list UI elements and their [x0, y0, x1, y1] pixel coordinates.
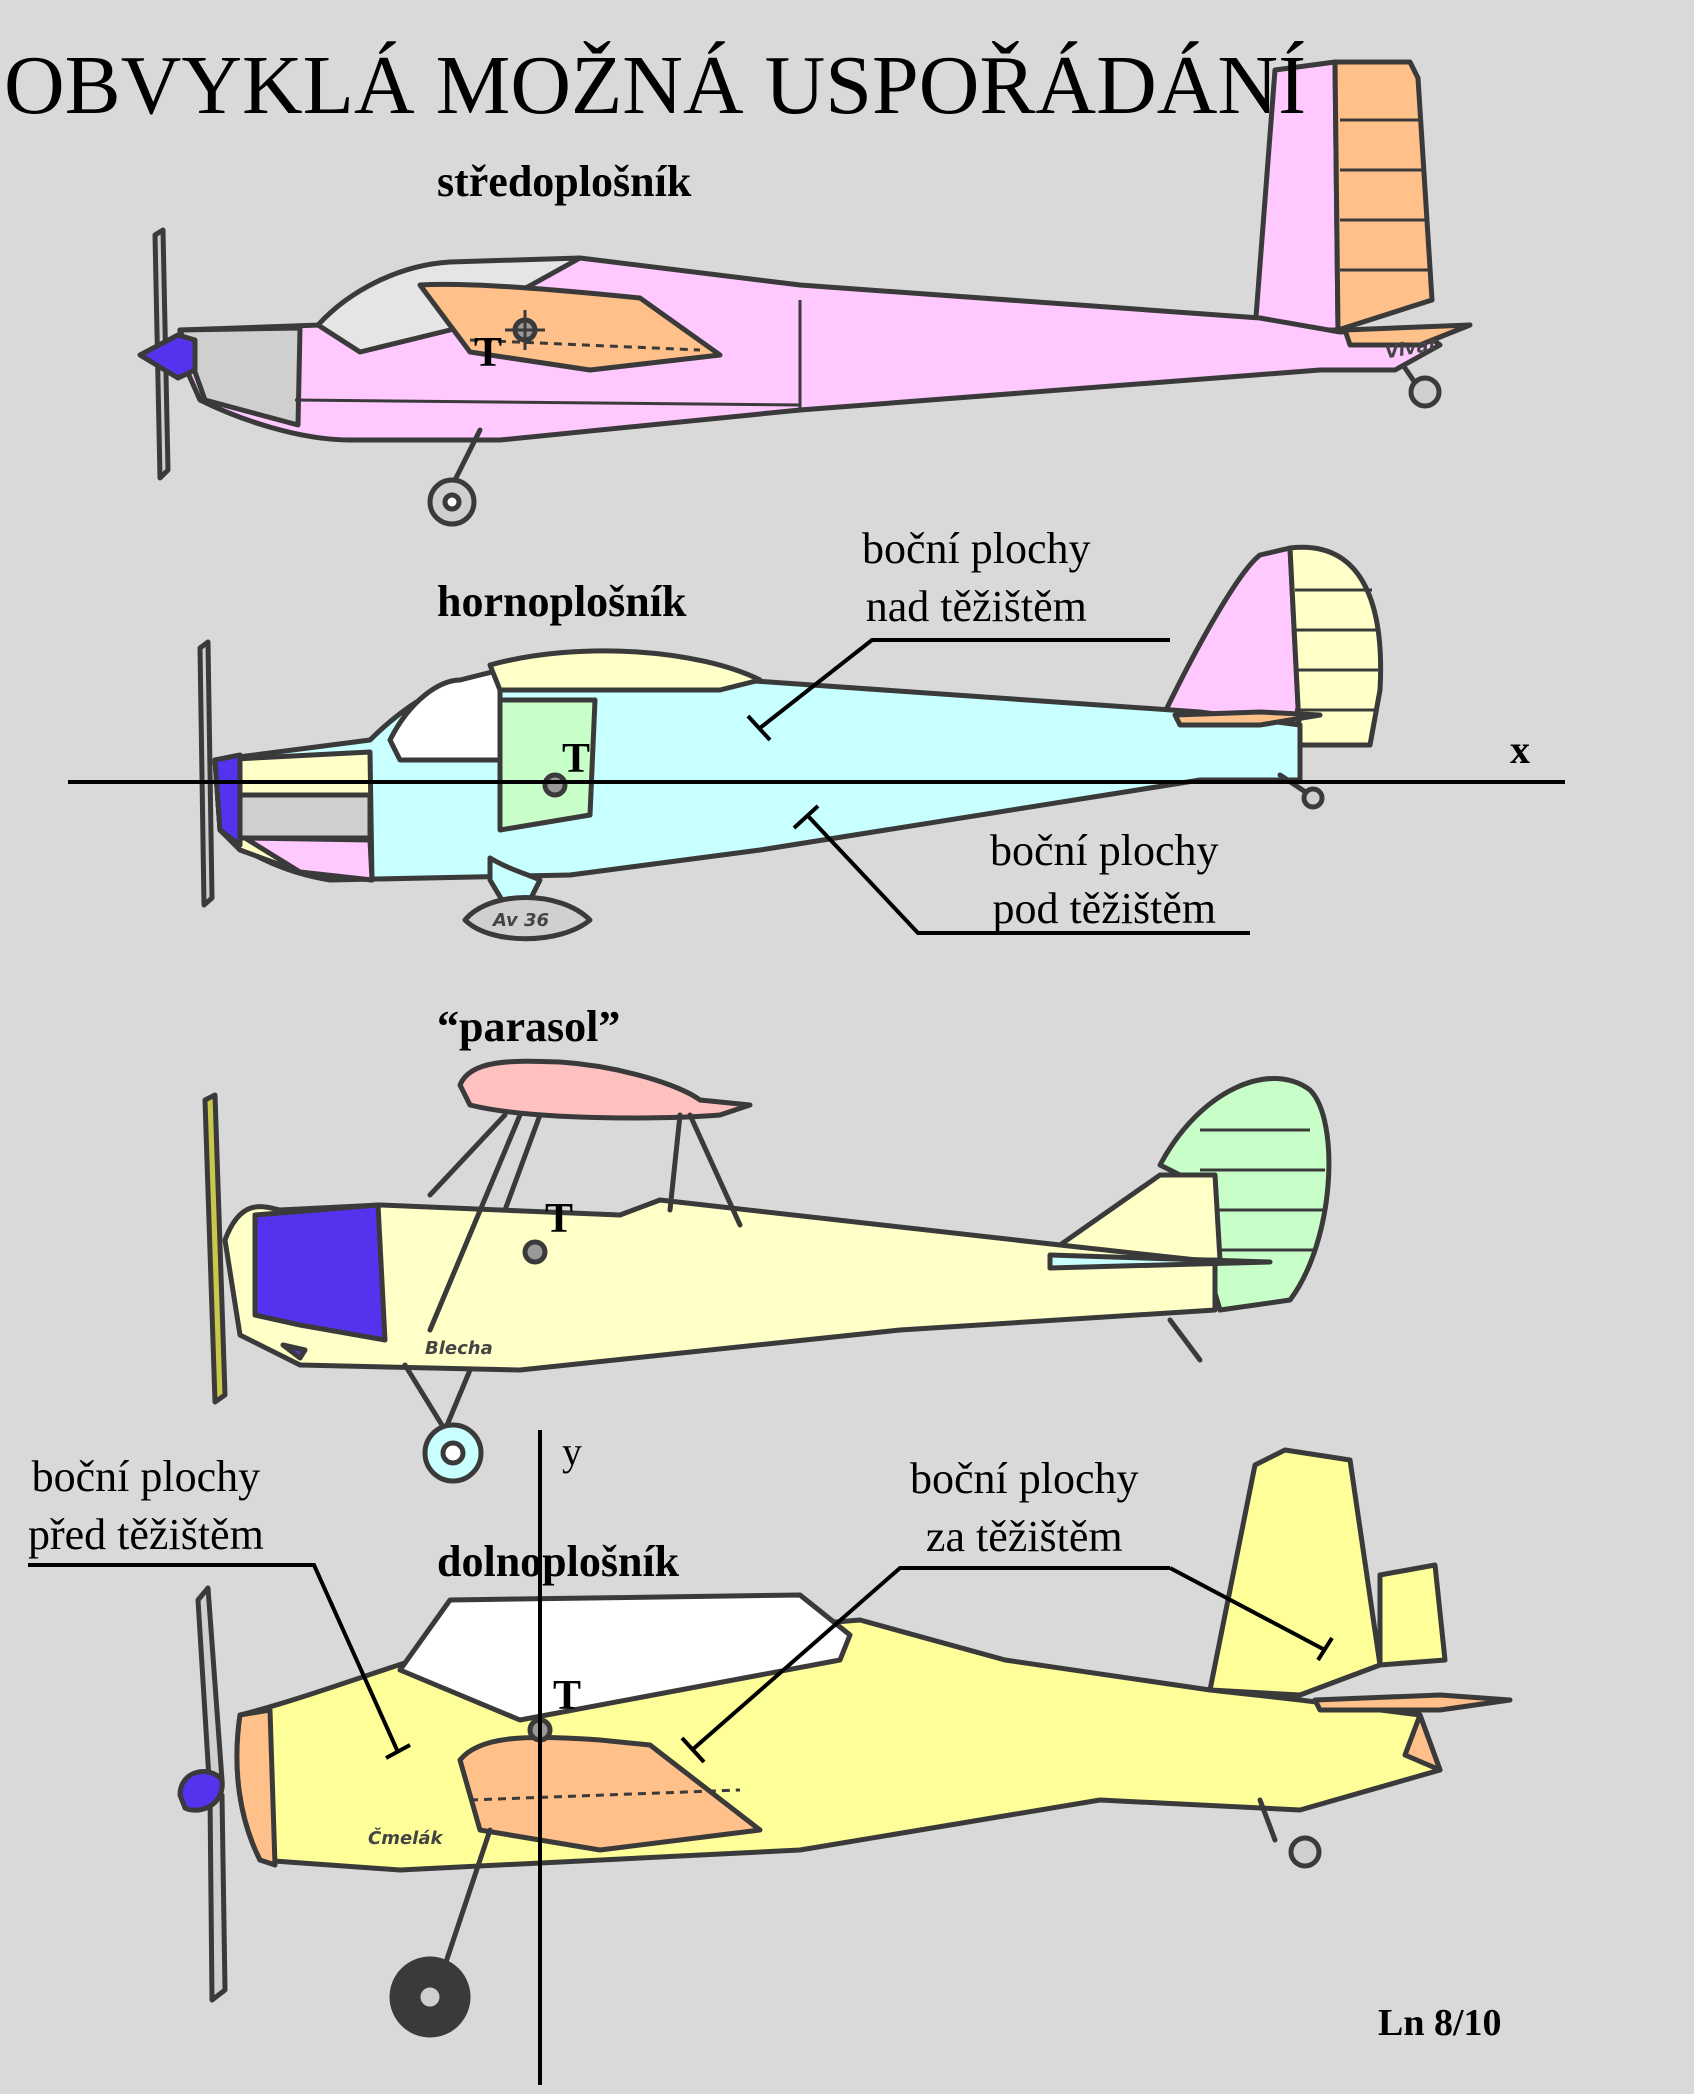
- high-wing-label: hornoplošník: [437, 577, 687, 626]
- fin: [1162, 545, 1303, 748]
- propeller: [202, 1092, 228, 1405]
- wheel-fairing: [462, 895, 593, 942]
- leader-front-cg: [28, 1563, 411, 1760]
- registration-parasol: Blecha: [425, 1338, 493, 1359]
- note-below-cg-line1: boční plochy: [990, 826, 1219, 875]
- registration-high-wing: Av 36: [493, 910, 549, 931]
- side-window: [497, 697, 598, 833]
- low-wing-label: dolnoplošník: [437, 1537, 680, 1586]
- rudder: [1377, 1562, 1448, 1668]
- windshield: [387, 667, 503, 763]
- note-behind-cg-line1: boční plochy: [910, 1454, 1139, 1503]
- parasol-plane: [202, 1058, 1332, 1484]
- spinner: [177, 1769, 225, 1813]
- rudder: [1157, 1076, 1332, 1313]
- fin: [1207, 1447, 1383, 1698]
- rudder: [1287, 544, 1384, 748]
- wing: [457, 1058, 753, 1121]
- fuselage: [222, 1197, 1218, 1373]
- stabilizer: [1172, 709, 1323, 728]
- note-front-cg-line2: před těžištěm: [28, 1510, 264, 1559]
- note-behind-cg-line2: za těžištěm: [925, 1512, 1123, 1561]
- page-title: OBVYKLÁ MOŽNÁ USPOŘÁDÁNÍ: [4, 39, 1307, 132]
- leader-below-cg: [792, 804, 1250, 935]
- x-axis-label: x: [1510, 727, 1530, 772]
- note-above-cg-line1: boční plochy: [862, 524, 1091, 573]
- rudder: [1332, 59, 1435, 333]
- propeller: [195, 1585, 225, 1798]
- spinner: [137, 332, 198, 381]
- rudder-ribs: [1295, 588, 1378, 712]
- cowling: [177, 325, 303, 428]
- leader-above-cg: [746, 638, 1170, 742]
- tail-wheel: [1301, 786, 1325, 810]
- cowling-window: [252, 1202, 388, 1343]
- note-front-cg: boční plochy před těžištěm: [28, 1448, 264, 1564]
- note-front-cg-line1: boční plochy: [31, 1452, 261, 1501]
- wing: [487, 648, 763, 693]
- registration-low-wing: Čmelák: [368, 1828, 443, 1849]
- note-below-cg-line2: pod těžištěm: [992, 884, 1217, 933]
- cg-symbol: [522, 1239, 548, 1265]
- spinner: [212, 752, 243, 848]
- stabilizer: [1047, 1252, 1273, 1271]
- low-wing-plane: [177, 1447, 1513, 2038]
- canopy: [397, 1592, 853, 1723]
- stabilizer: [1342, 322, 1473, 348]
- stabilizer: [1312, 1692, 1513, 1713]
- note-below-cg: boční plochy pod těžištěm: [990, 822, 1219, 938]
- note-above-cg: boční plochy nad těžištěm: [862, 520, 1091, 636]
- mid-wing-label: středoplošník: [437, 157, 692, 206]
- cg-label-mid-wing: T: [474, 330, 503, 376]
- note-behind-cg: boční plochy za těžištěm: [910, 1450, 1139, 1566]
- cowling: [234, 1707, 278, 1868]
- propeller: [197, 639, 215, 908]
- cg-label-parasol: T: [545, 1196, 574, 1242]
- mid-wing-plane: [137, 59, 1473, 527]
- y-axis-label: y: [562, 1429, 582, 1474]
- rudder-ribs: [1340, 118, 1430, 272]
- cg-label-high-wing: T: [562, 736, 591, 782]
- cg-label-low-wing: T: [553, 1673, 582, 1719]
- tail-wheel: [1408, 375, 1442, 409]
- leader-behind-cg: [680, 1566, 1334, 1764]
- parasol-label: “parasol”: [437, 1002, 621, 1051]
- tail-wheel: [1288, 1835, 1322, 1869]
- struts: [427, 1112, 743, 1333]
- note-above-cg-line2: nad těžištěm: [865, 582, 1087, 631]
- page-reference: Ln 8/10: [1378, 2002, 1502, 2044]
